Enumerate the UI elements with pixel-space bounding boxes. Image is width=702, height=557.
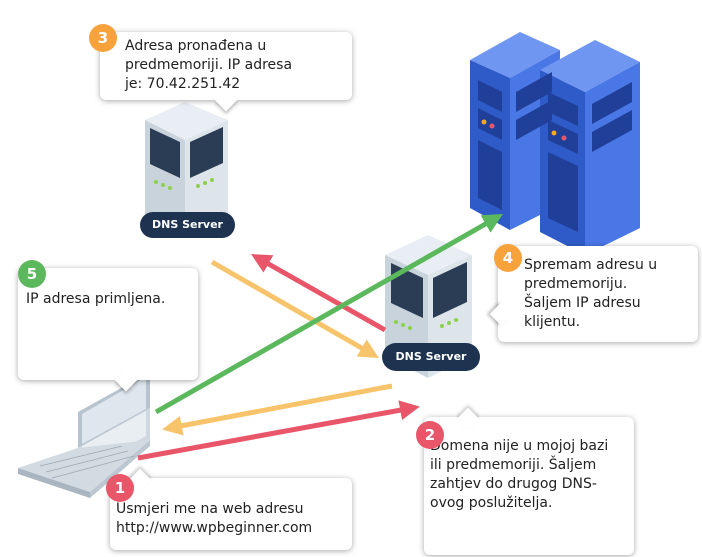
step-5-badge: 5 (18, 260, 46, 288)
step-5-callout: IP adresa primljena. (18, 268, 198, 392)
dns-server-middle-label: DNS Server (395, 350, 467, 363)
dns-server-top-icon (140, 102, 235, 238)
step-5-text: IP adresa primljena. (26, 290, 196, 309)
step-2-text: Domena nije u mojoj bazi ili predmemorij… (430, 437, 634, 513)
arrow-red-dns-to-top-dns (251, 254, 387, 333)
step-2-badge: 2 (416, 421, 444, 449)
arrow-orange-top-dns-to-dns (210, 259, 379, 358)
step-1-callout: Usmjeri me na web adresu http://www.wpbe… (110, 468, 352, 550)
arrow-red-laptop-to-dns (137, 400, 420, 461)
arrow-green-laptop-to-server (154, 214, 503, 415)
step-4-text: Spremam adresu u predmemoriju. Šaljem IP… (524, 256, 696, 332)
dns-server-middle-icon (382, 235, 480, 378)
blue-server-rack-icon (470, 32, 640, 255)
step-1-badge: 1 (106, 474, 134, 502)
step-2-callout: Domena nije u mojoj bazi ili predmemorij… (424, 407, 634, 555)
arrow-orange-dns-to-laptop (162, 383, 393, 436)
step-4-badge: 4 (494, 244, 522, 272)
step-3-badge: 3 (89, 24, 117, 52)
laptop-icon (18, 372, 150, 498)
dns-server-top-label: DNS Server (152, 218, 223, 231)
step-3-callout: Adresa pronađena u predmemoriji. IP adre… (100, 32, 352, 112)
step-3-text: Adresa pronađena u predmemoriji. IP adre… (125, 37, 350, 94)
step-1-text: Usmjeri me na web adresu http://www.wpbe… (116, 500, 352, 538)
step-4-callout: Spremam adresu u predmemoriju. Šaljem IP… (489, 246, 698, 342)
